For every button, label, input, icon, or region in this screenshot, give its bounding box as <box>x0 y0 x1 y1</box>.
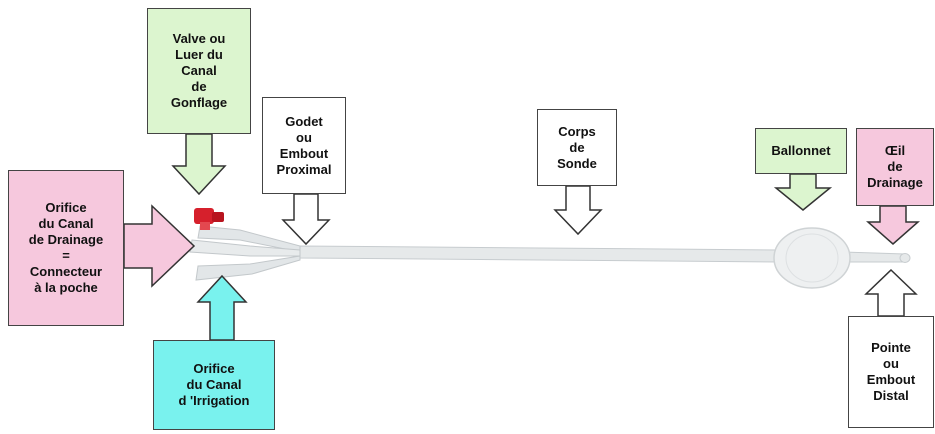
arrow-balloon <box>773 173 833 211</box>
arrow-proximal <box>281 193 331 246</box>
label-drainage-eye: Œil de Drainage <box>856 128 934 206</box>
label-balloon: Ballonnet <box>755 128 847 174</box>
catheter-branch-lower <box>195 255 301 281</box>
balloon-shape <box>773 227 851 289</box>
arrow-tip <box>864 268 918 317</box>
arrow-valve <box>171 133 227 196</box>
label-irrigation: Orifice du Canal d 'Irrigation <box>153 340 275 430</box>
arrow-irrigation <box>196 274 248 341</box>
arrow-body <box>553 185 603 236</box>
label-valve: Valve ou Luer du Canal de Gonflage <box>147 8 251 134</box>
valve-connector <box>194 208 224 230</box>
label-body: Corps de Sonde <box>537 109 617 186</box>
label-drainage-port: Orifice du Canal de Drainage = Connecteu… <box>8 170 124 326</box>
arrow-drainage <box>123 204 196 288</box>
arrow-eye <box>866 205 920 245</box>
label-tip: Pointe ou Embout Distal <box>848 316 934 428</box>
catheter-tip <box>899 253 911 263</box>
label-proximal: Godet ou Embout Proximal <box>262 97 346 194</box>
